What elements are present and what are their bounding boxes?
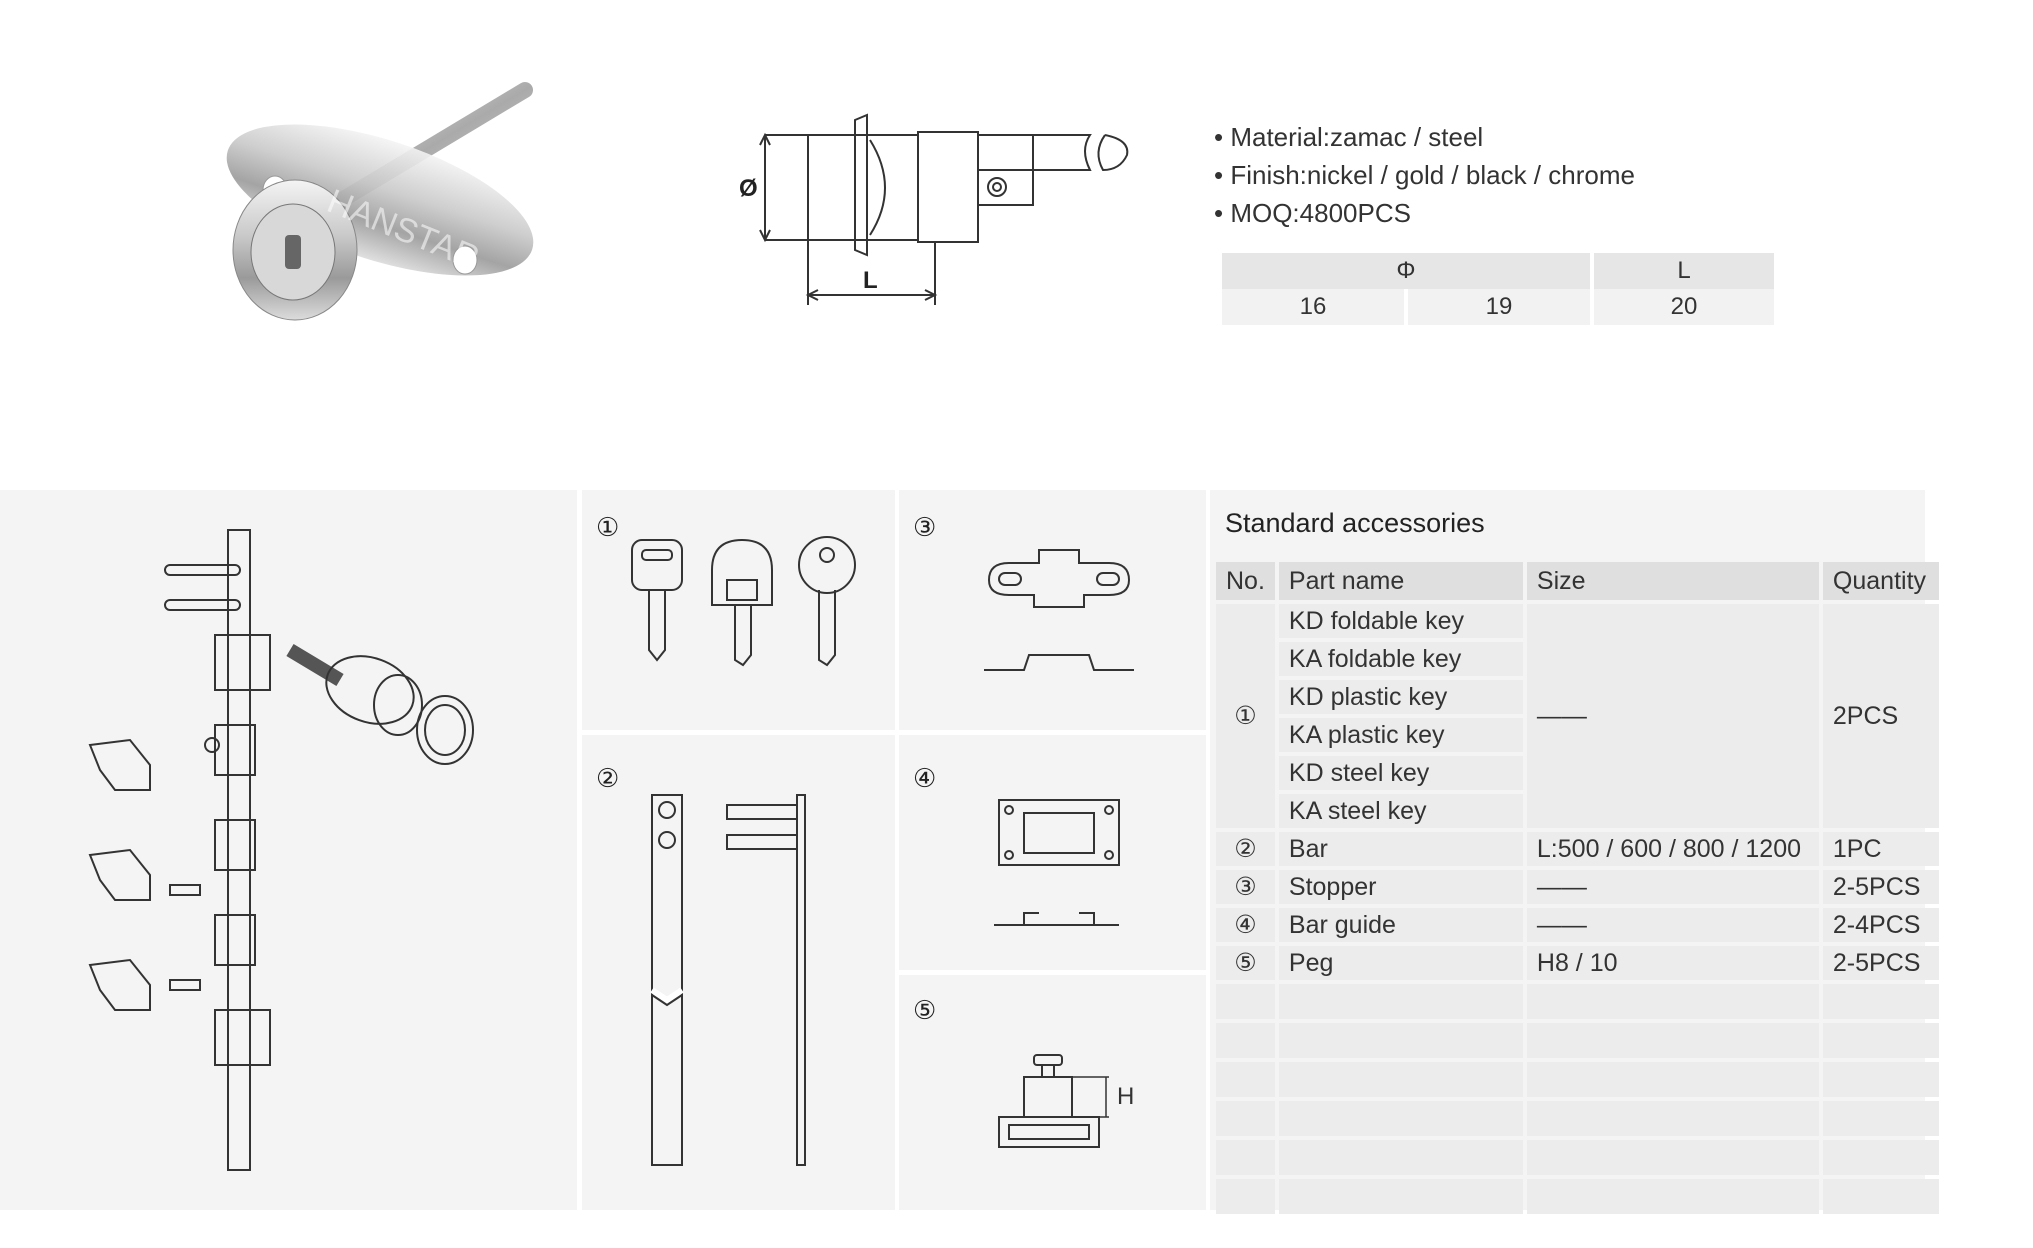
peg-panel: ⑤ H	[899, 975, 1206, 1210]
part-quantity: 2-5PCS	[1822, 946, 1939, 980]
empty-row	[1216, 1101, 1939, 1136]
col-header-part: Part name	[1278, 562, 1523, 600]
part-quantity: 2-5PCS	[1822, 870, 1939, 904]
empty-row	[1216, 1062, 1939, 1097]
lock-drawing: Ø L	[735, 110, 1155, 310]
table-row: KA steel key	[1216, 794, 1939, 828]
dim-diameter: Ø	[739, 175, 758, 202]
dim-value: 19	[1408, 289, 1590, 325]
table-row: ⑤ Peg H8 / 10 2-5PCS	[1216, 946, 1939, 980]
part-quantity: 1PC	[1822, 832, 1939, 866]
part-name: Peg	[1278, 946, 1523, 980]
table-row: ③ Stopper —— 2-5PCS	[1216, 870, 1939, 904]
empty-row	[1216, 1140, 1939, 1175]
accessories-title: Standard accessories	[1225, 508, 1485, 538]
part-name: KD steel key	[1278, 756, 1523, 790]
callout-5: ⑤	[913, 995, 937, 1025]
row-no: ③	[1216, 870, 1275, 904]
callout-2: ②	[596, 763, 620, 793]
dim-value: 20	[1594, 289, 1774, 325]
part-name: KD plastic key	[1278, 680, 1523, 714]
empty-row	[1216, 1023, 1939, 1058]
stopper-panel: ③	[899, 490, 1206, 730]
part-size: ——	[1526, 908, 1819, 942]
col-header-quantity: Quantity	[1822, 562, 1939, 600]
product-photo: HANSTAR	[215, 70, 545, 340]
part-quantity: 2PCS	[1822, 604, 1939, 828]
table-row: ④ Bar guide —— 2-4PCS	[1216, 908, 1939, 942]
peg-dim-h: H	[1117, 1083, 1135, 1110]
part-size: H8 / 10	[1526, 946, 1819, 980]
bar-guide-panel: ④	[899, 735, 1206, 970]
row-no: ④	[1216, 908, 1275, 942]
bar-panel: ②	[582, 735, 895, 1210]
empty-row	[1216, 1179, 1939, 1214]
table-row: KA foldable key	[1216, 642, 1939, 676]
part-size: ——	[1526, 604, 1819, 828]
empty-row	[1216, 984, 1939, 1019]
row-no: ①	[1216, 604, 1275, 828]
part-name: Bar guide	[1278, 908, 1523, 942]
callout-3: ③	[913, 512, 937, 542]
dimension-table: Φ L 16 19 20	[1218, 253, 1778, 325]
row-no: ②	[1216, 832, 1275, 866]
part-name: Stopper	[1278, 870, 1523, 904]
spec-material: • Material:zamac / steel	[1214, 122, 1484, 152]
table-row: KD steel key	[1216, 756, 1939, 790]
callout-4: ④	[913, 763, 937, 793]
dim-header-phi: Φ	[1222, 253, 1590, 289]
keys-panel: ①	[582, 490, 895, 730]
table-row: ① KD foldable key —— 2PCS	[1216, 604, 1939, 828]
assembly-panel	[0, 490, 577, 1210]
part-name: Bar	[1278, 832, 1523, 866]
part-name: KA plastic key	[1278, 718, 1523, 752]
part-name: KA foldable key	[1278, 642, 1523, 676]
col-header-no: No.	[1216, 562, 1275, 600]
part-name: KD foldable key	[1278, 604, 1523, 638]
row-no: ⑤	[1216, 946, 1275, 980]
table-row: ② Bar L:500 / 600 / 800 / 1200 1PC	[1216, 832, 1939, 866]
spec-moq: • MOQ:4800PCS	[1214, 198, 1411, 228]
part-size: ——	[1526, 870, 1819, 904]
accessories-table: No. Part name Size Quantity ① KD foldabl…	[1212, 558, 1943, 1218]
part-quantity: 2-4PCS	[1822, 908, 1939, 942]
dim-value: 16	[1222, 289, 1404, 325]
spec-list: • Material:zamac / steel • Finish:nickel…	[1214, 118, 1635, 232]
part-size: L:500 / 600 / 800 / 1200	[1526, 832, 1819, 866]
callout-1: ①	[596, 512, 620, 542]
spec-finish: • Finish:nickel / gold / black / chrome	[1214, 160, 1635, 190]
dim-header-l: L	[1594, 253, 1774, 289]
table-row: KA plastic key	[1216, 718, 1939, 752]
part-name: KA steel key	[1278, 794, 1523, 828]
col-header-size: Size	[1526, 562, 1819, 600]
dim-length: L	[863, 267, 878, 294]
table-row: KD plastic key	[1216, 680, 1939, 714]
